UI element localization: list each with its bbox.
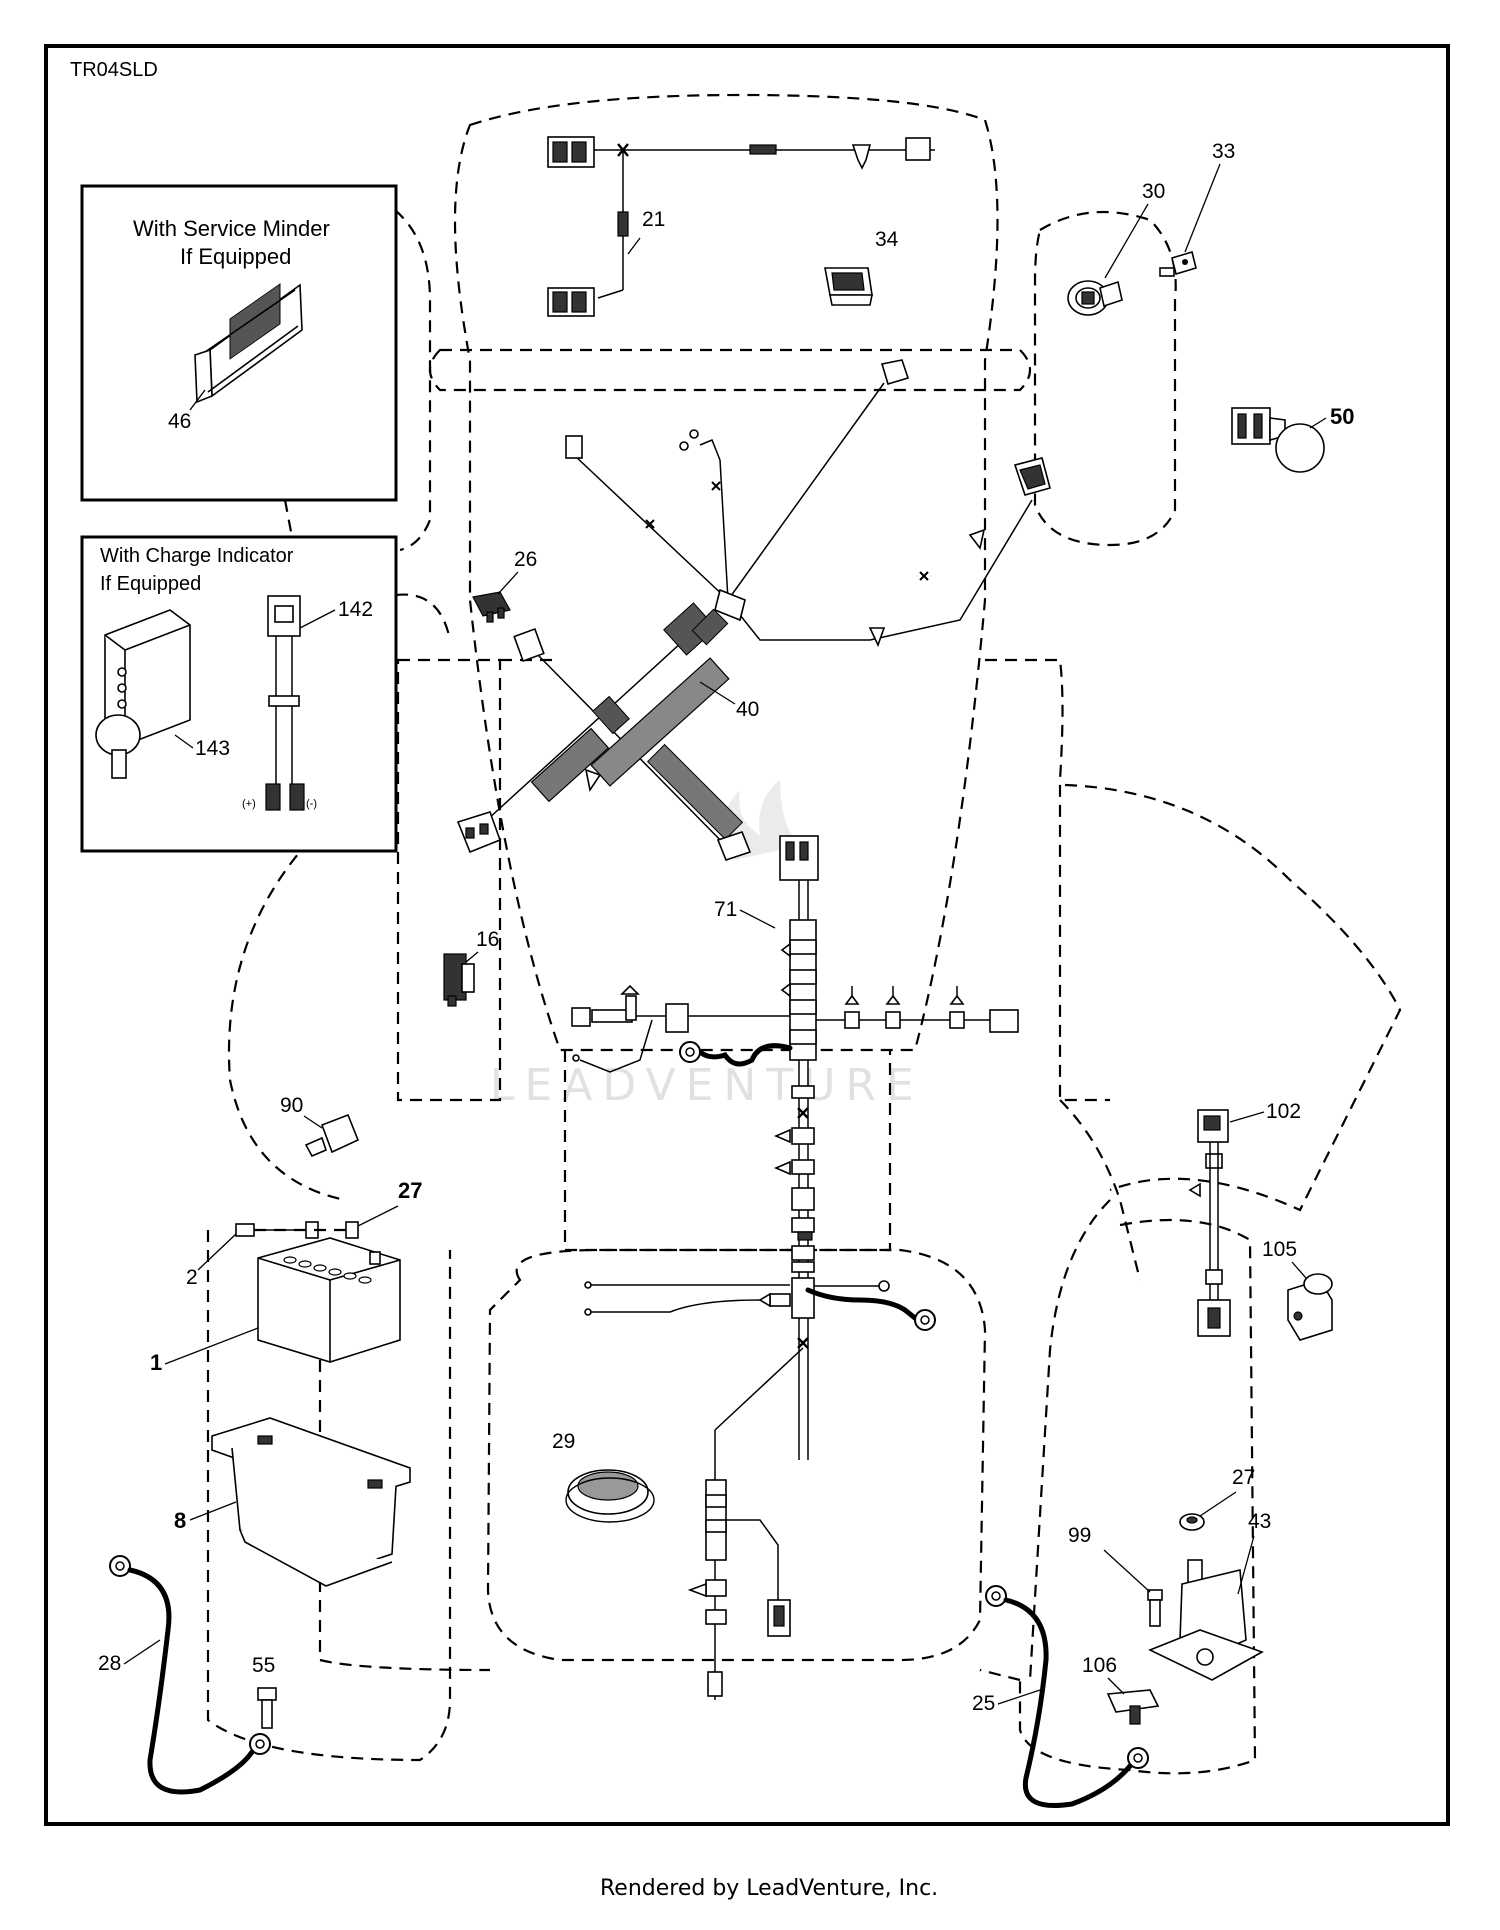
label-143: 143 bbox=[195, 737, 230, 760]
label-55: 55 bbox=[252, 1654, 275, 1677]
label-90: 90 bbox=[280, 1094, 303, 1117]
part-1-battery bbox=[257, 1237, 401, 1363]
diagram-frame bbox=[44, 44, 1450, 1826]
part-26-relay bbox=[472, 591, 511, 623]
part-106-clip bbox=[1106, 1689, 1160, 1725]
footer-credit: Rendered by LeadVenture, Inc. bbox=[600, 1876, 938, 1901]
part-34-switch bbox=[824, 267, 873, 306]
diagram-code: TR04SLD bbox=[70, 59, 158, 81]
part-21-harness bbox=[547, 136, 935, 317]
svg-text:LEADVENTURE: LEADVENTURE bbox=[490, 1060, 924, 1111]
service-minder-title: With Service Minder bbox=[133, 216, 330, 241]
label-26: 26 bbox=[514, 548, 537, 571]
part-29-cover bbox=[565, 1469, 655, 1523]
label-30: 30 bbox=[1142, 180, 1165, 203]
charge-indicator-title: With Charge Indicator bbox=[100, 545, 294, 567]
part-33-key bbox=[1159, 250, 1197, 277]
part-16-switch bbox=[443, 953, 475, 1007]
label-27-battery: 27 bbox=[398, 1178, 422, 1203]
label-71: 71 bbox=[714, 898, 737, 921]
tractor-outline bbox=[206, 93, 1402, 1775]
label-2: 2 bbox=[186, 1266, 198, 1289]
part-55-bolt bbox=[257, 1687, 277, 1729]
part-25-cable bbox=[985, 1585, 1149, 1808]
label-1: 1 bbox=[150, 1350, 162, 1375]
label-50: 50 bbox=[1330, 404, 1354, 429]
charge-indicator-device bbox=[95, 609, 191, 779]
label-142: 142 bbox=[338, 598, 373, 621]
label-106: 106 bbox=[1082, 1654, 1117, 1677]
part-102-harness bbox=[1188, 1109, 1231, 1337]
part-99-bolt bbox=[1147, 1589, 1163, 1627]
harness-sleeve bbox=[530, 602, 744, 841]
part-71-harness bbox=[571, 835, 1019, 1700]
inset-service-minder: With Service Minder If Equipped 46 bbox=[80, 184, 398, 502]
label-33: 33 bbox=[1212, 140, 1235, 163]
label-21: 21 bbox=[642, 208, 665, 231]
part-90-bushing bbox=[304, 1113, 360, 1158]
label-40: 40 bbox=[736, 698, 759, 721]
label-29: 29 bbox=[552, 1430, 575, 1453]
label-34: 34 bbox=[875, 228, 899, 251]
label-28: 28 bbox=[98, 1652, 121, 1675]
service-minder-subtitle: If Equipped bbox=[180, 244, 291, 269]
part-27-nut-starter bbox=[1179, 1513, 1205, 1531]
label-16: 16 bbox=[476, 928, 499, 951]
service-minder-device bbox=[194, 283, 303, 404]
label-27-starter: 27 bbox=[1232, 1466, 1255, 1489]
watermark: LEADVENTURE bbox=[490, 780, 924, 1111]
part-8-tray bbox=[211, 1417, 411, 1587]
label-25: 25 bbox=[972, 1692, 995, 1715]
charge-indicator-subtitle: If Equipped bbox=[100, 573, 201, 595]
label-8: 8 bbox=[174, 1508, 186, 1533]
label-plus: (+) bbox=[242, 798, 256, 810]
part-30-ignition bbox=[1067, 280, 1123, 316]
inset-charge-indicator: With Charge Indicator If Equipped 143 14… bbox=[80, 535, 398, 853]
charge-indicator-harness bbox=[265, 595, 305, 811]
part-28-cable bbox=[109, 1555, 271, 1795]
part-43-solenoid bbox=[1148, 1559, 1264, 1681]
part-105-solenoid bbox=[1287, 1273, 1333, 1341]
label-43: 43 bbox=[1248, 1510, 1271, 1533]
label-minus: (-) bbox=[306, 798, 317, 810]
label-46: 46 bbox=[168, 410, 191, 433]
part-40-main-harness bbox=[456, 359, 1051, 861]
label-102: 102 bbox=[1266, 1100, 1301, 1123]
part-27-nut-battery bbox=[345, 1221, 359, 1239]
part-50-pto-switch bbox=[1231, 407, 1325, 473]
label-105: 105 bbox=[1262, 1238, 1297, 1261]
label-99: 99 bbox=[1068, 1524, 1091, 1547]
